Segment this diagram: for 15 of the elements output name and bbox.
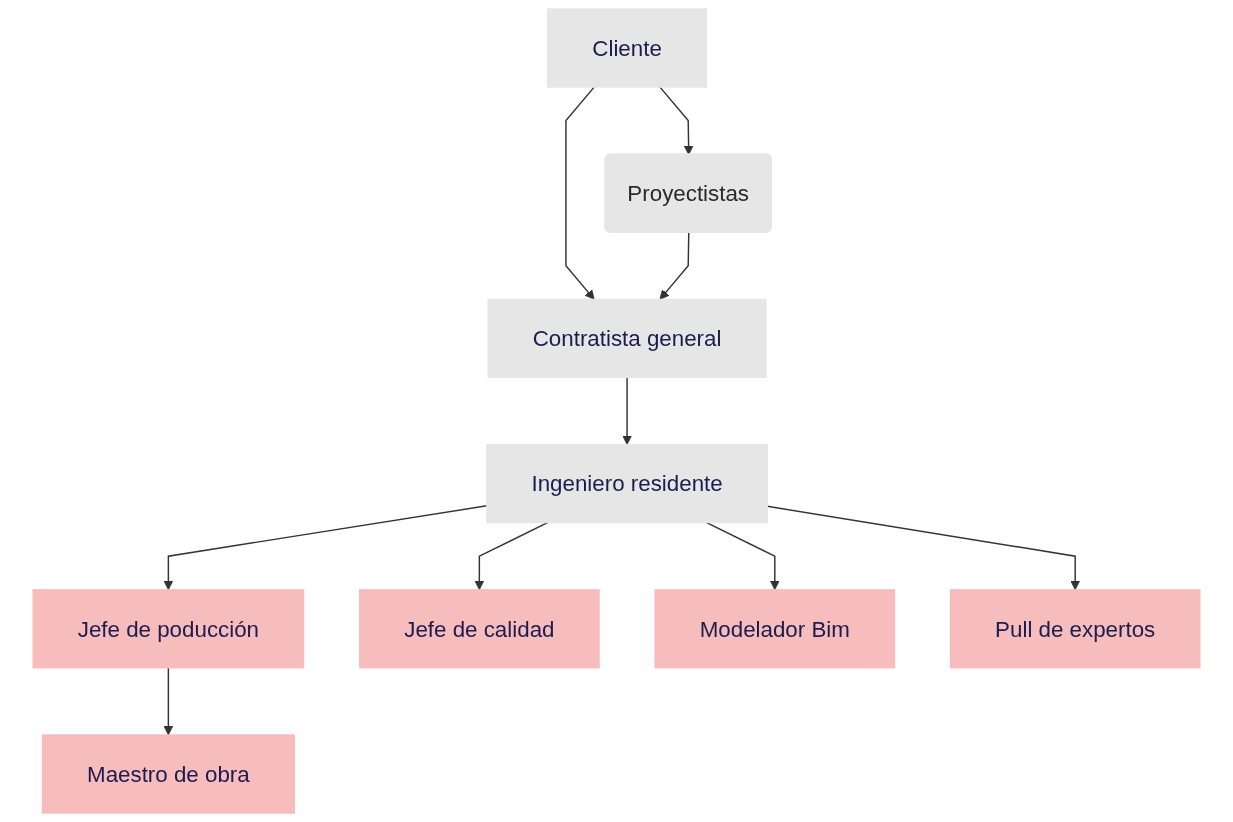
node-box: Ingeniero residente (486, 443, 768, 524)
node-box: Maestro de obra (41, 734, 295, 814)
arrow (565, 86, 595, 300)
node-box: Jefe de calidad (359, 589, 600, 669)
arrow (474, 521, 549, 591)
arrow (622, 376, 632, 445)
node-box: Pull de expertos (949, 589, 1201, 669)
arrow (163, 667, 174, 736)
node-box: Contratista general (487, 298, 767, 379)
arrow (705, 521, 780, 591)
node-box: Jefe de poducción (32, 589, 305, 669)
node-box: Cliente (547, 8, 708, 88)
arrow (659, 232, 690, 300)
node-box: Modelador Bim (654, 589, 896, 669)
arrow (659, 86, 694, 156)
